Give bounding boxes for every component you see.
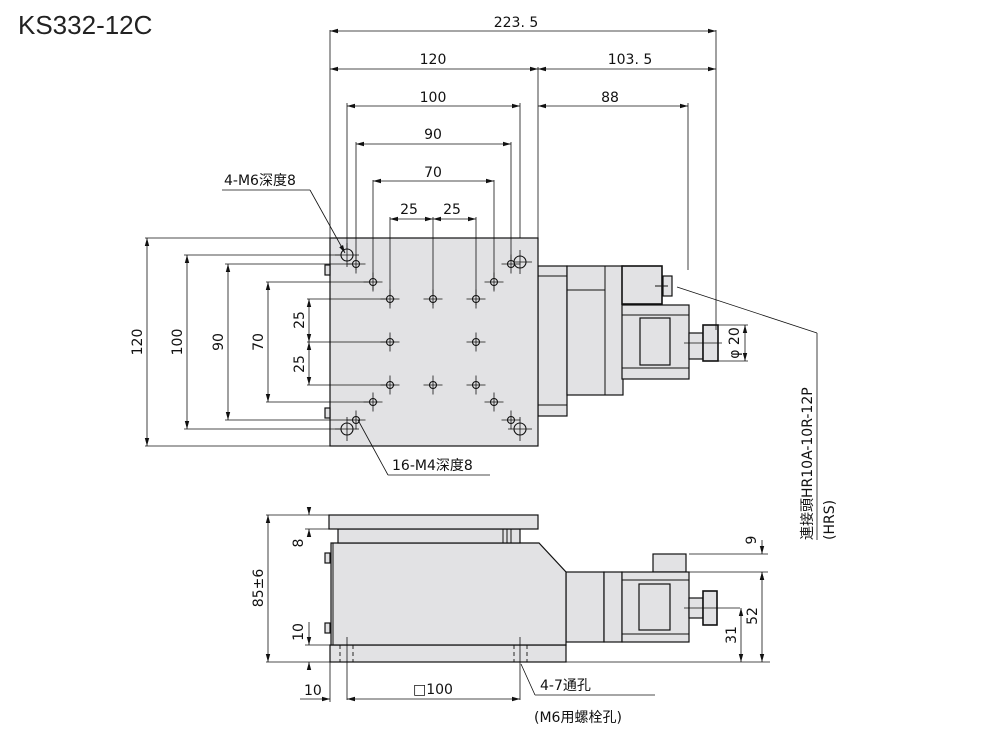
dim-base: 10 [291, 623, 307, 641]
dim-hole-100-h: 100 [420, 90, 447, 106]
dim-hole-70-h: 70 [424, 165, 442, 181]
connector-callout: 連接頭HR10A-10R-12P [799, 387, 816, 540]
motor-body [566, 265, 624, 396]
dim-height-total: 85±6 [251, 569, 267, 608]
dim-offset: 10 [304, 683, 322, 699]
motor-side [565, 571, 605, 643]
connector-maker-callout: (HRS) [822, 500, 838, 540]
base-plate [329, 644, 567, 663]
carriage [337, 528, 521, 544]
motor-flange [537, 265, 568, 417]
dim-hole-90-v: 90 [211, 333, 227, 351]
m4-holes-callout: 16-M4深度8 [392, 458, 473, 474]
shaft-diameter-dim: φ 20 [727, 327, 743, 359]
dim-top-plate: 8 [291, 539, 307, 548]
dim-hole-70-v: 70 [251, 333, 267, 351]
dim-pitch-left: 25 [400, 202, 418, 218]
dim-hole-pitch: □100 [413, 682, 453, 698]
connector-side [652, 553, 687, 573]
dim-shaft-height: 31 [724, 626, 740, 644]
dim-pitch-top: 25 [292, 311, 308, 329]
connector-housing [621, 265, 663, 305]
dim-motor-88: 88 [601, 90, 619, 106]
side-view: 85±6 8 10 10 □100 9 52 31 4-7通孔 (M6用螺栓孔) [251, 507, 770, 726]
stage-body [330, 542, 567, 646]
dim-pitch-right: 25 [443, 202, 461, 218]
dim-hole-100-v: 100 [170, 329, 186, 356]
dim-motor-height: 52 [745, 607, 761, 625]
bolt-note: (M6用螺栓孔) [534, 710, 622, 726]
top-table [328, 514, 539, 530]
dim-stage-height: 120 [130, 329, 146, 356]
dim-pitch-bottom: 25 [292, 355, 308, 373]
model-title: KS332-12C [18, 10, 153, 40]
dim-motor-length: 103. 5 [608, 52, 653, 68]
top-view: φ 20 [130, 15, 838, 540]
dim-stage-width: 120 [420, 52, 447, 68]
through-holes-callout: 4-7通孔 [540, 678, 591, 694]
dim-hole-90-h: 90 [424, 127, 442, 143]
m6-holes-callout: 4-M6深度8 [224, 173, 296, 189]
dim-connector-height: 9 [744, 536, 760, 545]
dim-overall-length: 223. 5 [494, 15, 539, 31]
